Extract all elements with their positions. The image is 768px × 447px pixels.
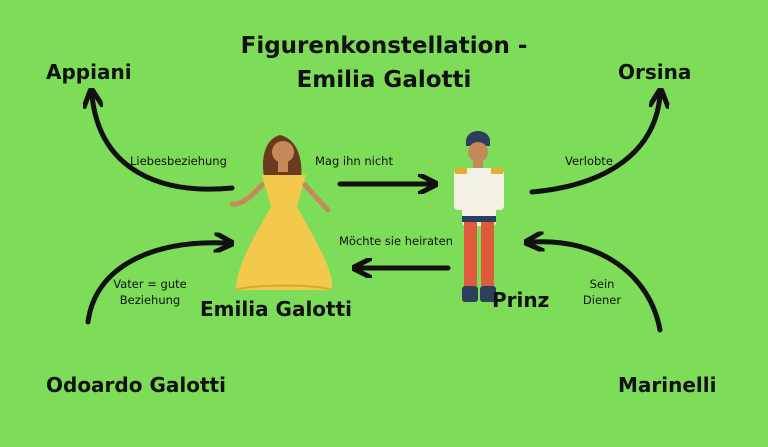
node-emilia: Emilia Galotti	[200, 297, 353, 321]
label-mag-ihn-nicht: Mag ihn nicht	[315, 154, 393, 168]
label-diener-line2: Diener	[582, 293, 622, 307]
arrow-prinz-orsina	[529, 96, 660, 195]
node-appiani: Appiani	[46, 60, 132, 84]
node-prinz: Prinz	[492, 288, 550, 312]
arrow-emilia-appiani	[92, 96, 235, 192]
diagram-title-line2: Emilia Galotti	[296, 67, 472, 93]
emilia-illustration	[229, 135, 333, 291]
node-marinelli: Marinelli	[618, 373, 717, 397]
label-vater-line2: Beziehung	[119, 293, 181, 307]
arrow-marinelli-prinz	[532, 242, 663, 333]
label-vater-line1: Vater = gute	[113, 277, 187, 291]
node-odoardo: Odoardo Galotti	[46, 373, 226, 397]
prinz-illustration	[454, 131, 504, 302]
label-diener-line1: Sein	[589, 277, 615, 291]
label-verlobte: Verlobte	[565, 154, 613, 168]
label-sein-diener: Sein Diener	[578, 276, 626, 308]
label-liebesbeziehung: Liebesbeziehung	[130, 154, 227, 168]
arrow-odoardo-emilia	[85, 243, 226, 325]
node-orsina: Orsina	[618, 60, 692, 84]
diagram-title-line1: Figurenkonstellation -	[240, 33, 528, 59]
label-vater-gute-beziehung: Vater = gute Beziehung	[110, 276, 190, 308]
label-moechte-sie-heiraten: Möchte sie heiraten	[339, 234, 453, 248]
